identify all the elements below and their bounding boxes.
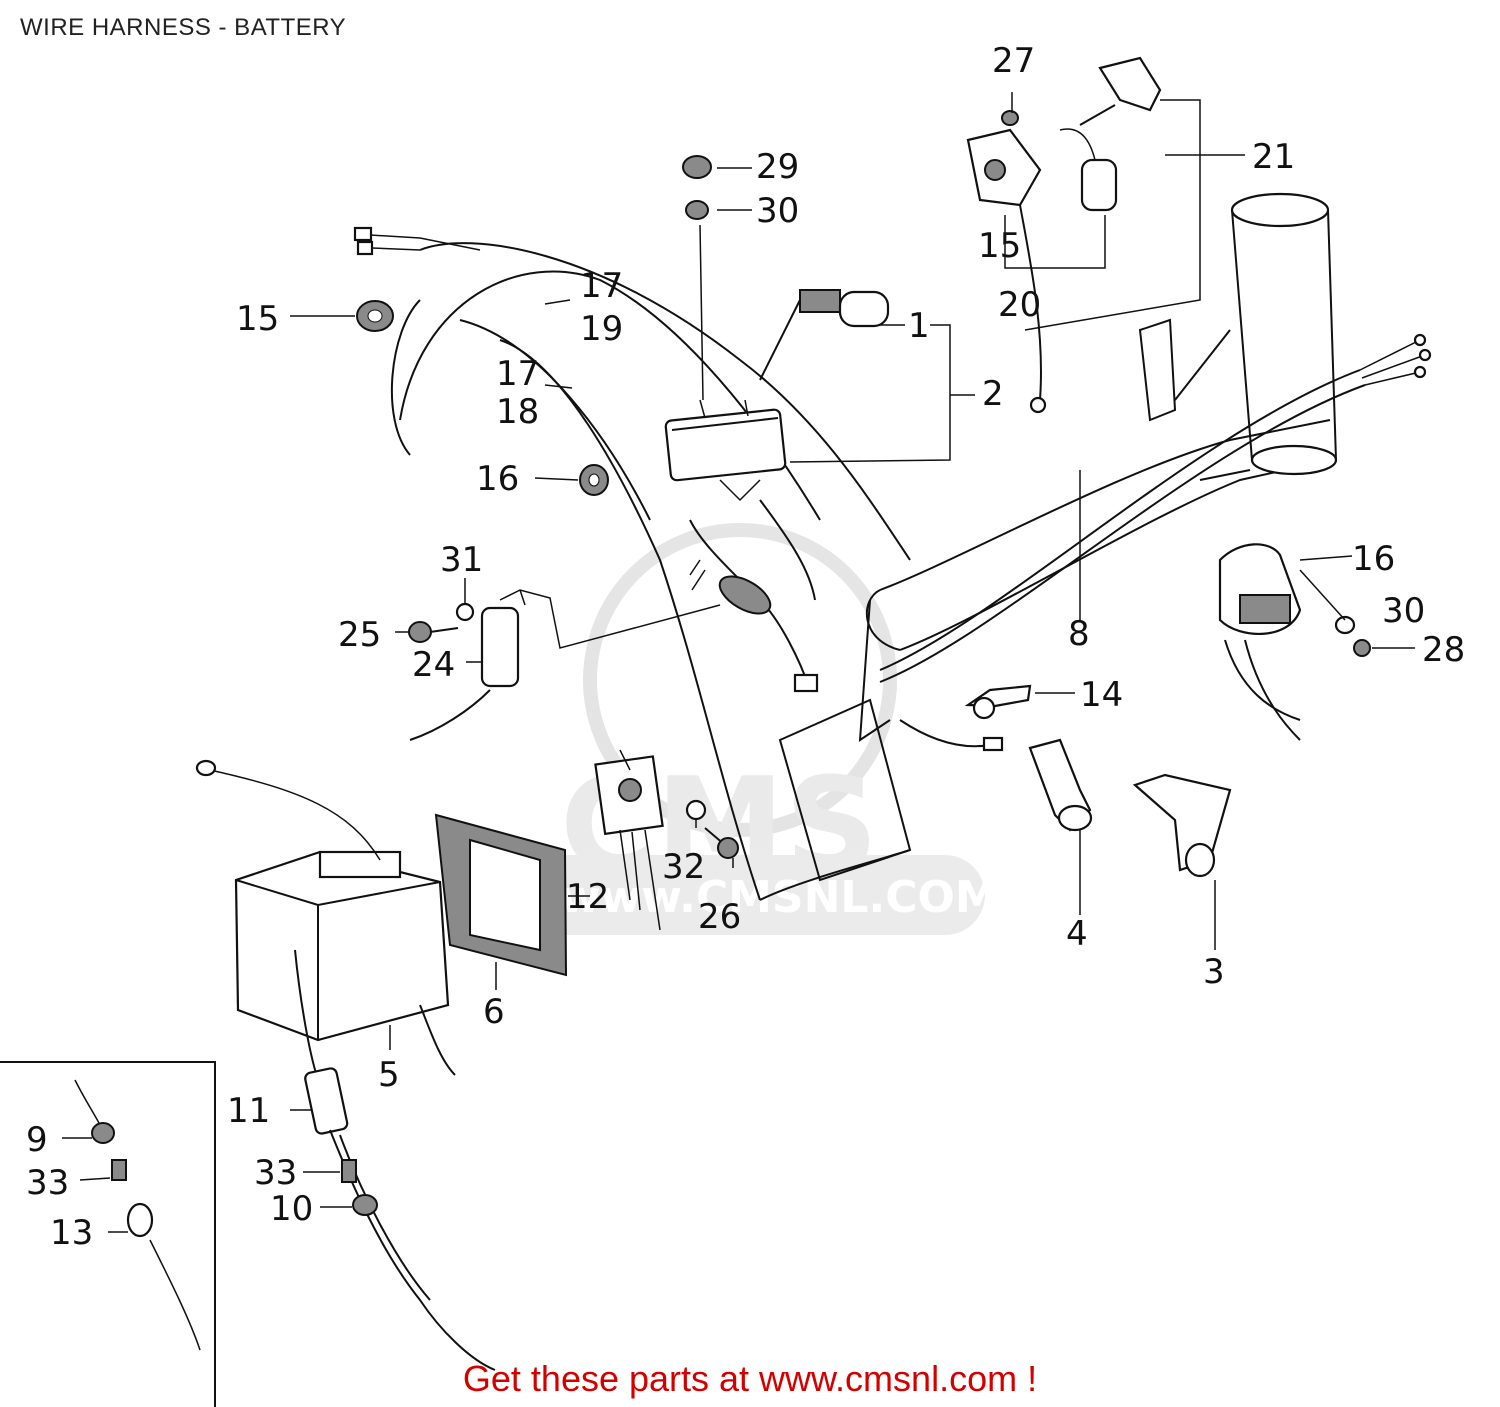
footer-link[interactable]: Get these parts at www.cmsnl.com ! [462,1358,1038,1399]
callout-13: 13 [50,1213,93,1253]
fuse-clip-10 [352,1194,378,1216]
control-unit-2 [664,399,787,502]
watermark-url: www.CMSNL.COM [560,872,999,923]
callout-33-right: 33 [254,1153,297,1193]
callout-4: 4 [1066,914,1088,954]
callout-14: 14 [1080,675,1123,715]
callout-25: 25 [338,615,381,655]
callout-27: 27 [992,41,1035,81]
cdi-bracket-16 [1218,543,1302,741]
callout-11: 11 [227,1091,270,1131]
callout-26: 26 [698,897,741,937]
screw-25 [408,621,459,643]
callout-21: 21 [1252,137,1295,177]
callout-labels: 27 29 30 21 15 20 17 19 15 17 18 16 1 2 … [26,41,1465,1253]
callout-5: 5 [378,1055,400,1095]
clamp-14 [964,684,1032,720]
regulator-12 [594,749,664,931]
leader-lines [62,92,1415,1233]
callout-20: 20 [998,285,1041,325]
callout-6: 6 [483,992,505,1032]
condenser-24 [409,589,721,741]
callout-16-right: 16 [1352,539,1395,579]
washer-31 [455,602,475,622]
head-tube [1199,192,1338,481]
grommet-15-left [356,300,394,332]
callout-30-top: 30 [756,191,799,231]
callout-10: 10 [270,1189,313,1229]
callout-12: 12 [566,877,609,917]
front-fender-wires [353,226,481,256]
main-harness-bundle [689,499,819,693]
callout-28: 28 [1422,630,1465,670]
callout-24: 24 [412,645,455,685]
washer-32 [685,799,707,821]
bolt-28 [1353,639,1371,657]
callout-8: 8 [1068,614,1090,654]
battery-5 [195,759,456,1076]
nut-29 [682,155,712,179]
callout-15-top: 15 [978,226,1021,266]
callout-15-left: 15 [236,299,279,339]
callout-32: 32 [662,847,705,887]
callout-30-right: 30 [1382,591,1425,631]
callout-31: 31 [440,540,483,580]
callout-16-left: 16 [476,459,519,499]
plug-cap-3 [1132,773,1232,878]
page-title: WIRE HARNESS - BATTERY [20,14,347,41]
callout-17-mid: 17 [496,354,539,394]
callout-17-top: 17 [580,266,623,306]
callout-3: 3 [1203,952,1225,992]
inset-box [0,1061,216,1407]
fuse-holder-11 [294,949,496,1371]
callout-33-left: 33 [26,1163,69,1203]
plug-cap-4 [1028,738,1093,832]
callout-1: 1 [908,306,930,346]
callout-2: 2 [982,374,1004,414]
washer-30-right [1334,615,1356,635]
grommet-16 [579,464,609,496]
fuse-33-right [341,1159,357,1183]
bolt-line-29-30 [699,224,704,401]
harness-cable [879,333,1432,752]
callout-18: 18 [496,392,539,432]
ignition-switch [966,56,1162,414]
callout-29: 29 [756,147,799,187]
battery-holder-6 [434,813,568,977]
callout-9: 9 [26,1120,48,1160]
washer-30-top [685,200,709,220]
coil-cap-1 [759,289,890,381]
callout-19: 19 [580,309,623,349]
screw-26 [704,827,739,859]
